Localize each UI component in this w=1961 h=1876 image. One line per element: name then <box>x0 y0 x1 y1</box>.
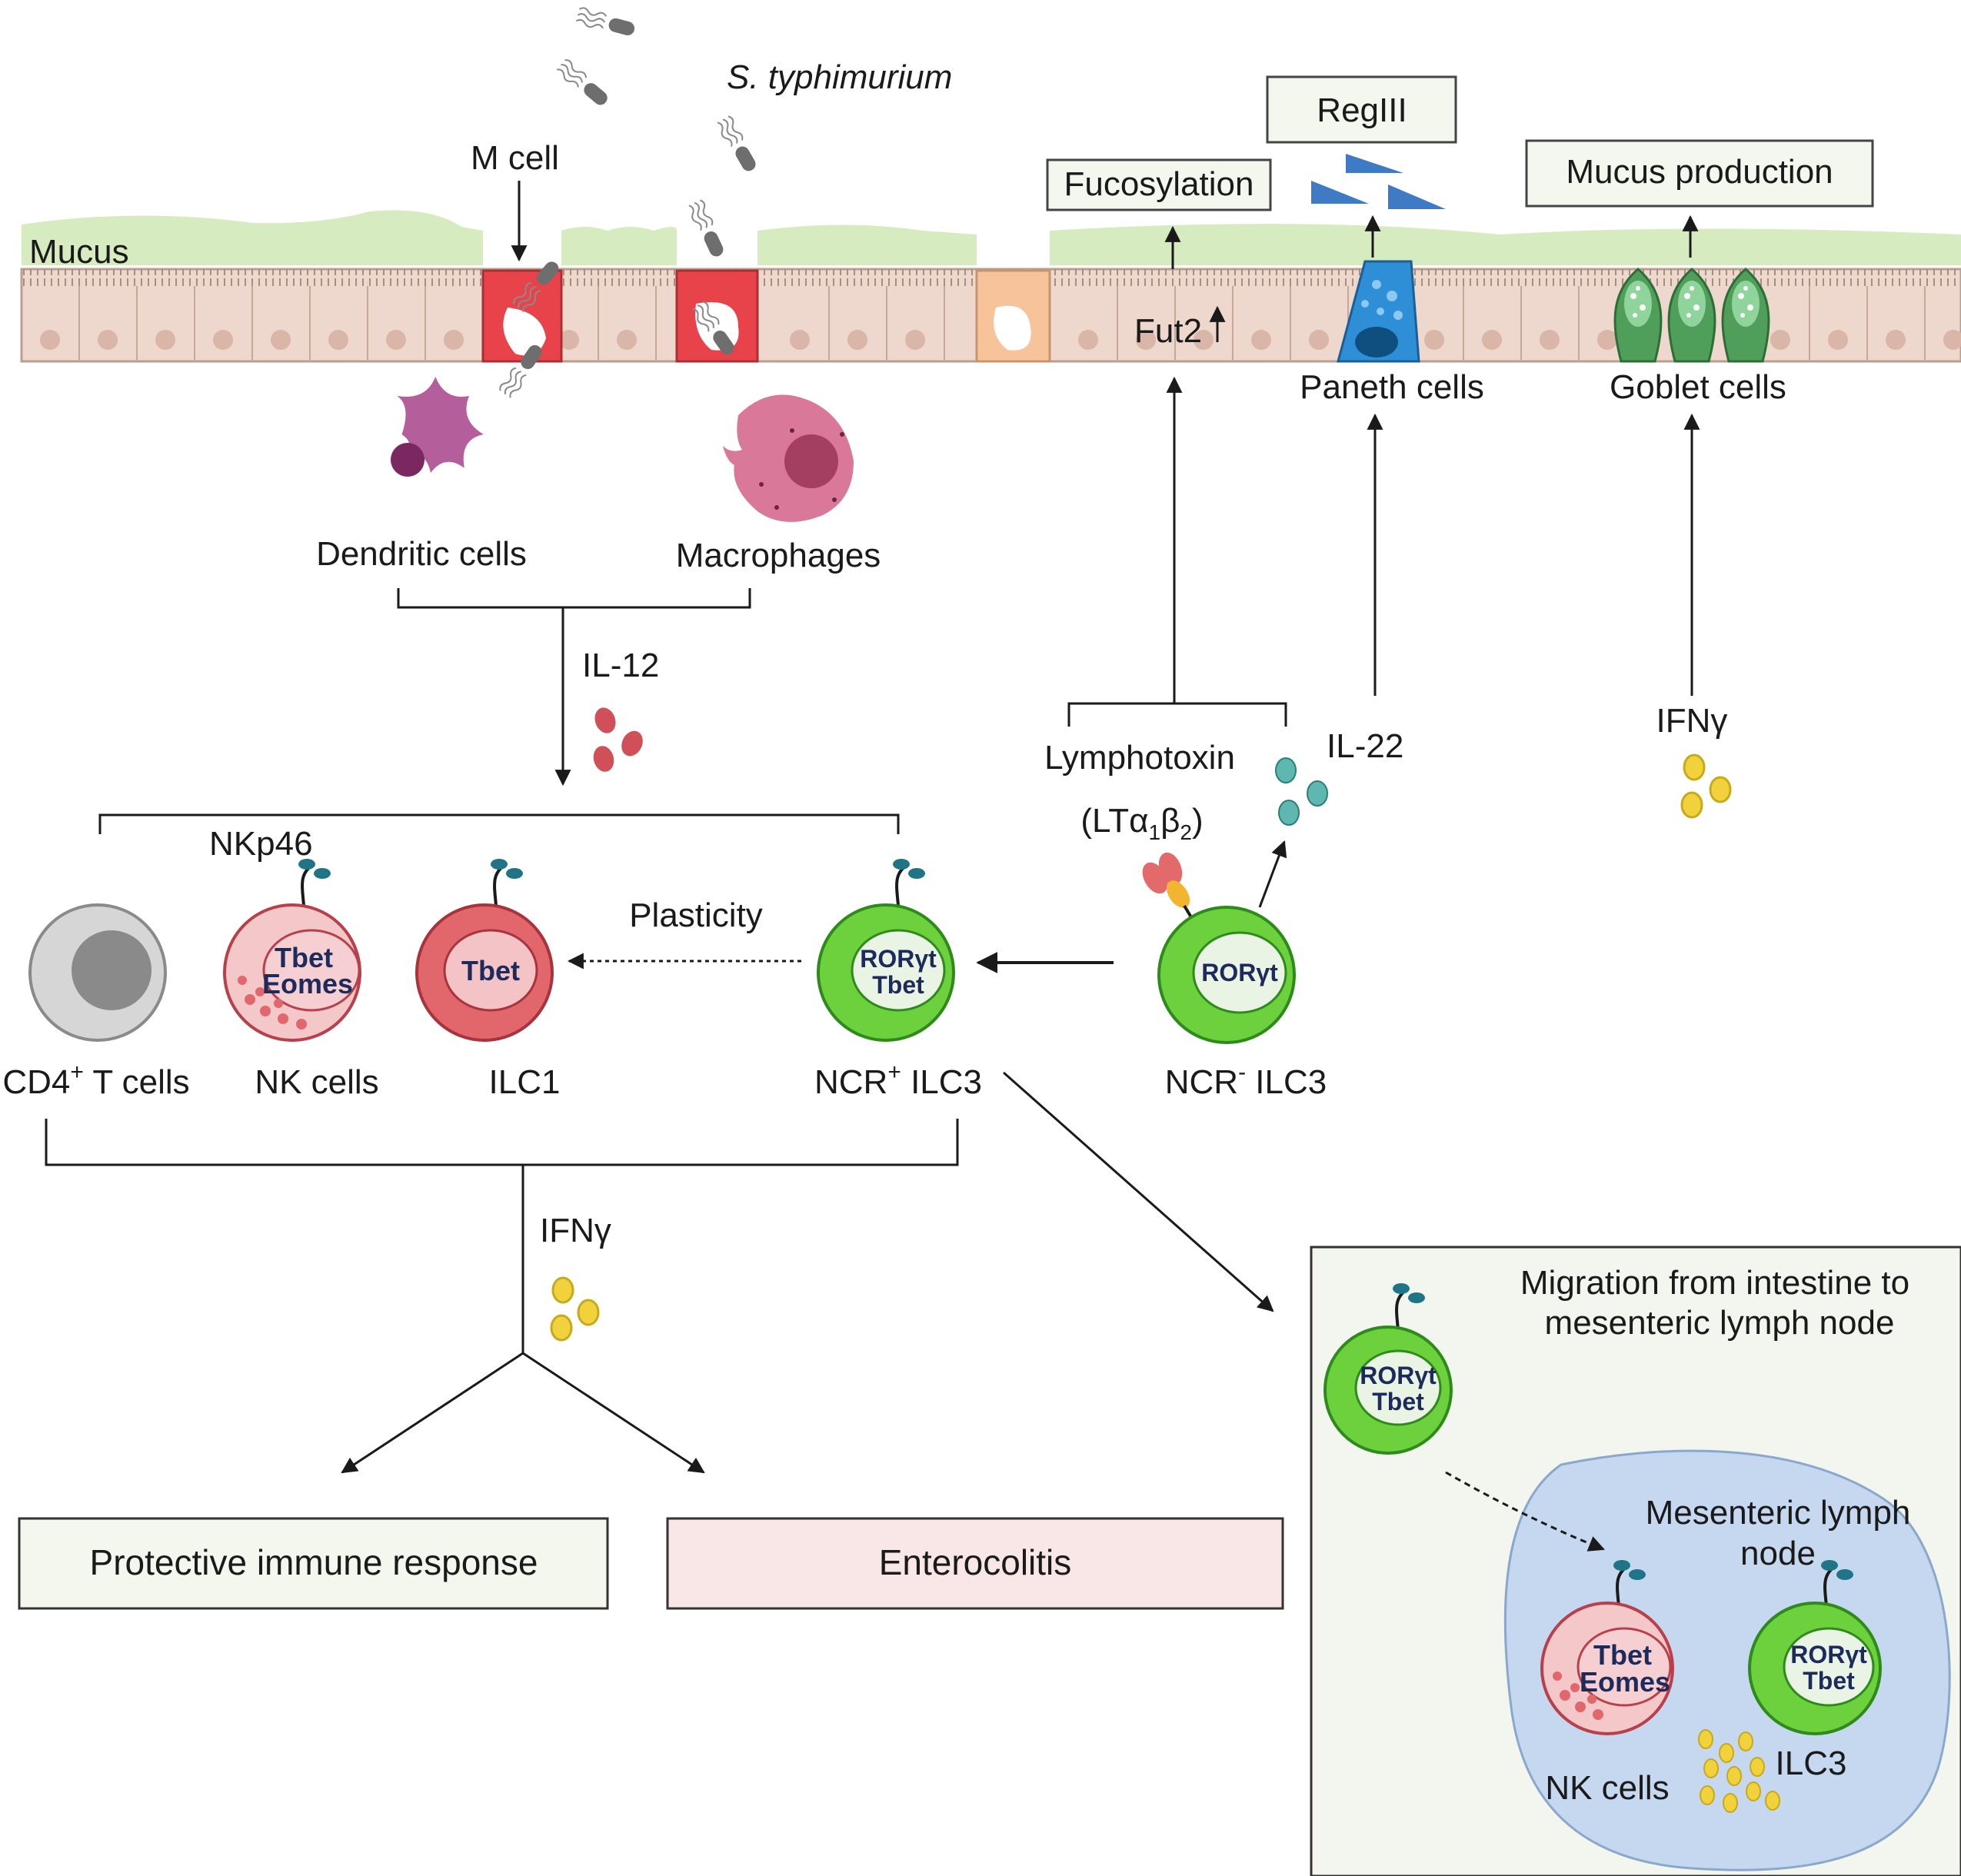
svg-text:RegIII: RegIII <box>1317 91 1407 129</box>
svg-text:Tbet: Tbet <box>1372 1388 1424 1415</box>
migration-line1: Migration from intestine to <box>1520 1264 1909 1302</box>
pathogen-label: S. typhimurium <box>727 58 952 96</box>
svg-text:Protective immune response: Protective immune response <box>90 1542 538 1582</box>
svg-text:Tbet: Tbet <box>1593 1639 1652 1671</box>
m-cell-2 <box>675 269 759 363</box>
svg-text:RORγt: RORγt <box>1360 1362 1437 1389</box>
ncr-pos-ilc3: RORγt Tbet <box>817 857 955 1042</box>
mucus-layer <box>22 210 1961 265</box>
mln-ilc3-label: ILC3 <box>1776 1745 1847 1782</box>
ncr-neg-label: NCR- ILC3 <box>1165 1059 1327 1101</box>
ifng-bottom-dots <box>550 1276 600 1342</box>
migration-arrow <box>1003 1071 1274 1312</box>
nk-cell: Tbet Eomes <box>223 857 361 1042</box>
cd4-label: CD4+ T cells <box>2 1059 189 1101</box>
goblet-label: Goblet cells <box>1610 368 1786 406</box>
paneth-label: Paneth cells <box>1300 368 1484 406</box>
ilc1-label: ILC1 <box>489 1063 561 1101</box>
enterocolitis-arrow <box>522 1352 705 1474</box>
mln-entry-arrow <box>1445 1471 1605 1552</box>
dendritic-cell <box>391 377 484 477</box>
nkp46-label: NKp46 <box>209 825 313 863</box>
protective-arrow <box>341 1352 524 1474</box>
lymphotoxin-label: Lymphotoxin <box>1044 739 1235 777</box>
lymphotoxin-bracket <box>1067 702 1287 727</box>
mln-nk-cell: Tbet Eomes <box>1540 1558 1674 1735</box>
regiii-peptides <box>1311 154 1446 209</box>
svg-text:Tbet: Tbet <box>461 955 520 986</box>
effector-top-bracket <box>98 813 900 834</box>
svg-text:Tbet: Tbet <box>1803 1667 1855 1695</box>
ifng-top-dots <box>1680 753 1732 819</box>
il22-dots <box>1275 757 1328 826</box>
ifng-bottom-label: IFNγ <box>540 1212 611 1249</box>
m-cell-label: M cell <box>471 139 559 177</box>
migration-panel: Migration from intestine to mesenteric l… <box>1310 1246 1961 1876</box>
il22-secretion-arrow <box>1258 840 1287 908</box>
il12-dots <box>593 707 643 772</box>
svg-text:RORγt: RORγt <box>860 945 937 973</box>
svg-text:Mucus production: Mucus production <box>1566 153 1833 191</box>
cd4-t-cell <box>28 903 167 1042</box>
migrating-ilc3: RORγt Tbet <box>1323 1282 1453 1455</box>
il22-label: IL-22 <box>1327 727 1403 765</box>
mucus-label: Mucus <box>29 233 129 271</box>
svg-text:RORγt: RORγt <box>1201 959 1278 986</box>
m-cell-3 <box>975 269 1051 363</box>
mln-line1: Mesenteric lymph <box>1646 1494 1911 1532</box>
svg-text:Eomes: Eomes <box>1580 1666 1670 1698</box>
svg-text:Enterocolitis: Enterocolitis <box>879 1542 1072 1582</box>
ncr-neg-ilc3: RORγt <box>1142 852 1296 1044</box>
protective-box: Protective immune response <box>18 1517 609 1610</box>
svg-text:Tbet: Tbet <box>872 971 924 999</box>
nk-cells-label: NK cells <box>255 1063 378 1101</box>
macrophages-label: Macrophages <box>676 537 881 574</box>
mln-ilc3: RORγt Tbet <box>1748 1558 1882 1735</box>
mln-nk-label: NK cells <box>1545 1769 1669 1807</box>
lta-label: (LTα1β2) <box>1080 802 1203 844</box>
lymphotoxin-receptor <box>1142 852 1195 923</box>
mln-body <box>1503 1449 1951 1871</box>
mln-line2: node <box>1740 1535 1816 1572</box>
mucus-production-box: Mucus production <box>1525 139 1874 208</box>
svg-text:Eomes: Eomes <box>262 968 353 1000</box>
m-cell-1 <box>481 269 563 363</box>
il12-label: IL-12 <box>582 647 659 684</box>
dendritic-label: Dendritic cells <box>316 535 527 573</box>
regiii-box: RegIII <box>1266 75 1457 144</box>
goblet-cells <box>1613 268 1770 363</box>
svg-text:RORγt: RORγt <box>1790 1641 1867 1668</box>
migration-line2: mesenteric lymph node <box>1545 1304 1895 1342</box>
fucosylation-box: Fucosylation <box>1046 158 1272 211</box>
svg-text:Tbet: Tbet <box>275 942 333 973</box>
fut2-label: Fut2 <box>1134 312 1202 350</box>
svg-text:Fucosylation: Fucosylation <box>1064 165 1254 203</box>
macrophage <box>723 394 854 522</box>
plasticity-label: Plasticity <box>629 896 763 934</box>
ilc1-cell: Tbet <box>415 857 554 1042</box>
paneth-cell <box>1337 260 1420 363</box>
mln-ifng-dots <box>1698 1729 1780 1813</box>
enterocolitis-box: Enterocolitis <box>666 1517 1284 1610</box>
ncr-pos-label: NCR+ ILC3 <box>814 1059 982 1101</box>
effector-bottom-bracket <box>45 1119 959 1166</box>
ifng-top-label: IFNγ <box>1656 702 1728 740</box>
dc-mac-bracket <box>397 588 751 609</box>
